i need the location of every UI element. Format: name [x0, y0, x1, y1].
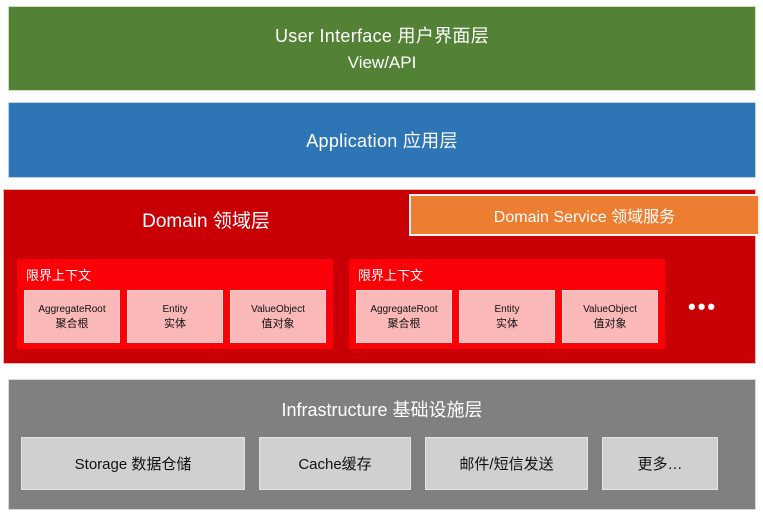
infrastructure-item-storage: Storage 数据仓储 [21, 437, 245, 490]
infrastructure-items: Storage 数据仓储 Cache缓存 邮件/短信发送 更多… [21, 437, 728, 490]
infrastructure-item-more: 更多… [602, 437, 718, 490]
domain-service-box: Domain Service 领域服务 [409, 194, 760, 236]
infrastructure-layer: Infrastructure 基础设施层 Storage 数据仓储 Cache缓… [8, 379, 756, 510]
entity-en: Entity [162, 303, 188, 315]
domain-service-label: Domain Service 领域服务 [493, 209, 676, 226]
bounded-context-1-items: AggregateRoot 聚合根 Entity 实体 ValueObject … [24, 290, 326, 343]
entity-cn: 实体 [496, 317, 518, 330]
user-interface-layer-title: User Interface 用户界面层 [274, 25, 490, 46]
bounded-context-1-item-entity: Entity 实体 [127, 290, 223, 343]
value-object-cn: 值对象 [593, 317, 627, 330]
infrastructure-item-cache: Cache缓存 [259, 437, 411, 490]
bounded-context-1-title: 限界上下文 [26, 268, 92, 283]
value-object-cn: 值对象 [261, 317, 295, 330]
aggregate-root-en: AggregateRoot [370, 303, 438, 315]
entity-en: Entity [494, 303, 520, 315]
infrastructure-item-mail-sms: 邮件/短信发送 [425, 437, 588, 490]
bounded-context-2-items: AggregateRoot 聚合根 Entity 实体 ValueObject … [356, 290, 658, 343]
aggregate-root-cn: 聚合根 [55, 317, 89, 330]
value-object-en: ValueObject [583, 303, 637, 315]
bounded-context-2-item-aggregate-root: AggregateRoot 聚合根 [356, 290, 452, 343]
aggregate-root-en: AggregateRoot [38, 303, 106, 315]
user-interface-layer: User Interface 用户界面层 View/API [8, 6, 756, 91]
bounded-context-2-item-entity: Entity 实体 [459, 290, 555, 343]
bounded-context-2-title: 限界上下文 [358, 268, 424, 283]
user-interface-layer-subtitle: View/API [347, 52, 417, 72]
aggregate-root-cn: 聚合根 [387, 317, 421, 330]
more-bounded-contexts-ellipsis: ••• [688, 294, 718, 319]
domain-layer-title: Domain 领域层 [142, 211, 270, 232]
bounded-context-2: 限界上下文 AggregateRoot 聚合根 Entity 实体 ValueO… [349, 259, 665, 349]
domain-layer: Domain 领域层 Domain Service 领域服务 限界上下文 Agg… [3, 189, 760, 364]
bounded-context-1: 限界上下文 AggregateRoot 聚合根 Entity 实体 ValueO… [17, 259, 333, 349]
application-layer: Application 应用层 [8, 102, 756, 178]
entity-cn: 实体 [164, 317, 186, 330]
bounded-context-2-item-value-object: ValueObject 值对象 [562, 290, 658, 343]
infrastructure-layer-title: Infrastructure 基础设施层 [281, 400, 483, 420]
application-layer-title: Application 应用层 [306, 131, 458, 151]
bounded-context-1-item-aggregate-root: AggregateRoot 聚合根 [24, 290, 120, 343]
value-object-en: ValueObject [251, 303, 305, 315]
bounded-context-1-item-value-object: ValueObject 值对象 [230, 290, 326, 343]
